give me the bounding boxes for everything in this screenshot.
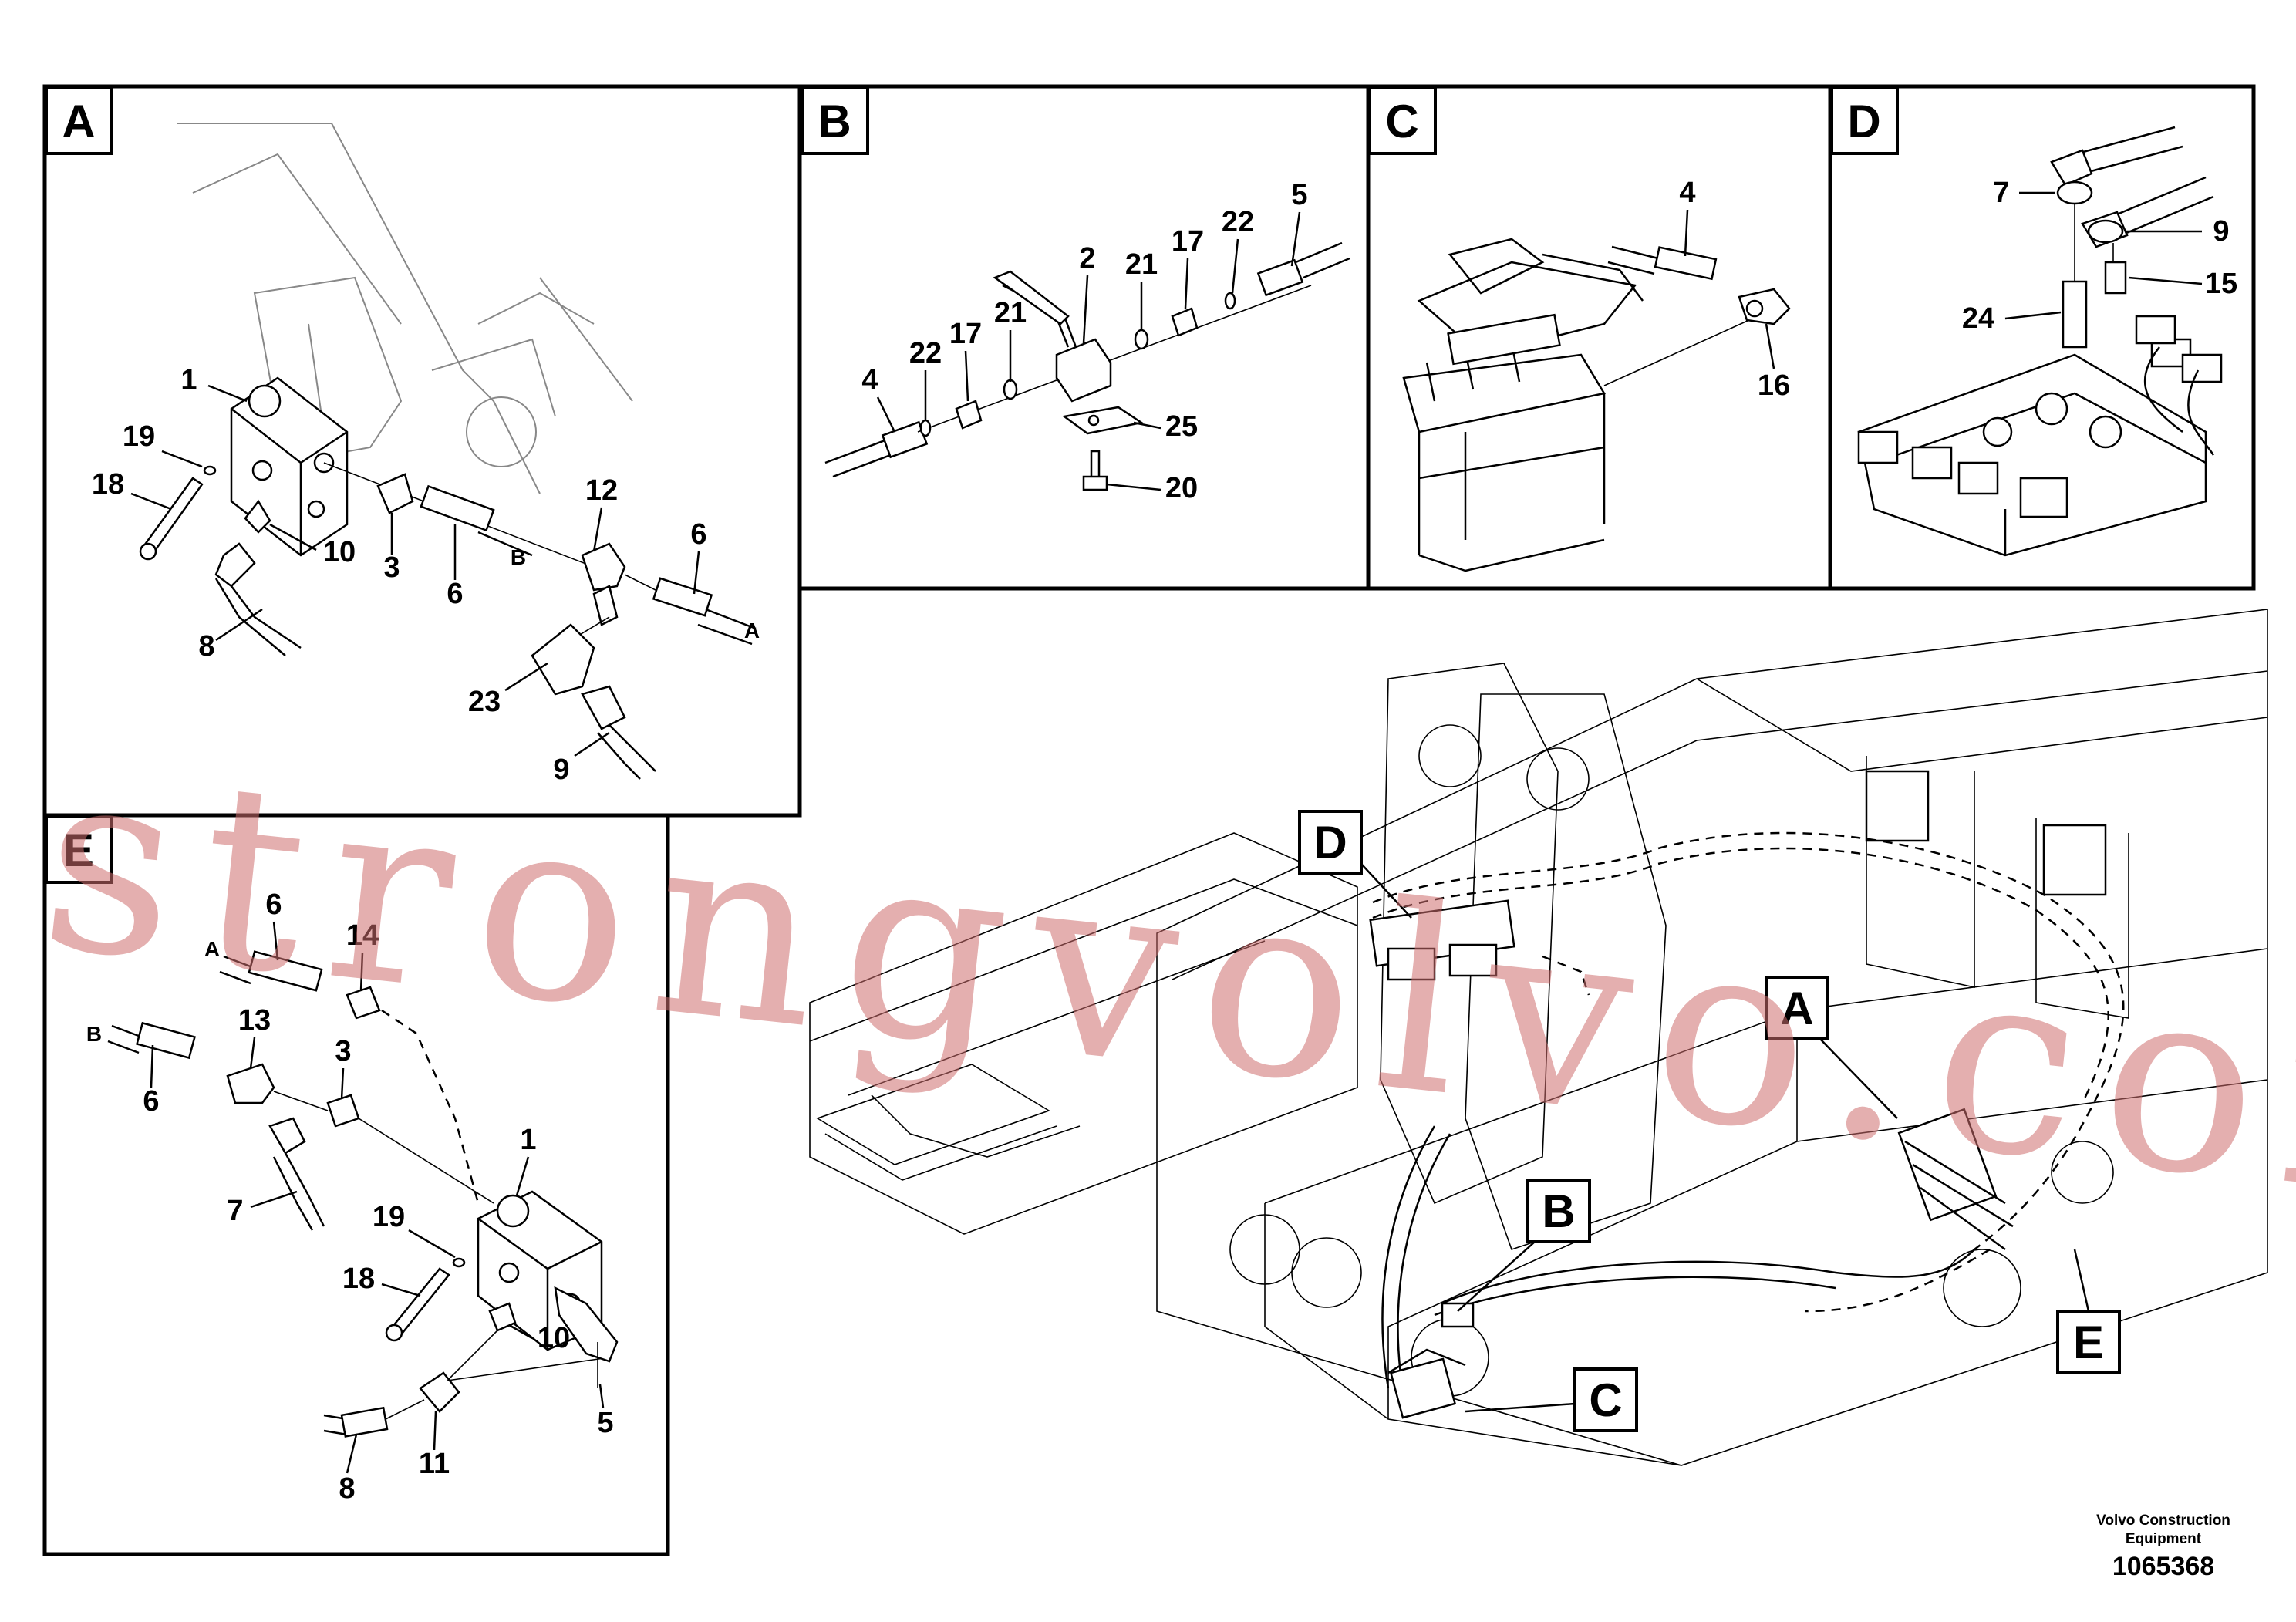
svg-text:A: A bbox=[62, 96, 95, 147]
svg-text:D: D bbox=[1313, 817, 1347, 868]
part-number-label: 2 bbox=[1079, 242, 1095, 275]
overview-callout-C: C bbox=[1465, 1367, 1638, 1432]
svg-text:B: B bbox=[1542, 1185, 1575, 1237]
part-number-label: 18 bbox=[342, 1263, 375, 1295]
part-number-label: 22 bbox=[909, 337, 942, 369]
part-number-label: 4 bbox=[861, 364, 878, 396]
part-number-label: A bbox=[204, 937, 220, 961]
svg-text:E: E bbox=[2073, 1317, 2104, 1368]
part-number-label: 12 bbox=[585, 474, 618, 507]
svg-text:C: C bbox=[1589, 1374, 1622, 1426]
part-number-label: 19 bbox=[123, 420, 155, 453]
svg-text:C: C bbox=[1385, 96, 1418, 147]
part-number-label: 5 bbox=[597, 1407, 613, 1439]
part-number-label: 19 bbox=[373, 1201, 405, 1233]
detail-panel-D: D 7 9 15 24 bbox=[1828, 84, 2256, 591]
part-number-label: 3 bbox=[383, 551, 400, 584]
part-number-label: 10 bbox=[323, 536, 356, 568]
footer-doc-number: 1065368 bbox=[2112, 1552, 2215, 1581]
part-number-label: 14 bbox=[346, 919, 379, 952]
part-number-label: 7 bbox=[227, 1195, 243, 1227]
part-number-label: 3 bbox=[335, 1035, 351, 1067]
part-number-label: 16 bbox=[1758, 369, 1790, 402]
part-number-label: 5 bbox=[1291, 179, 1307, 211]
footer-brand: Volvo Construction Equipment bbox=[2059, 1512, 2267, 1549]
part-number-label: 6 bbox=[447, 578, 463, 610]
overview-callout-E: E bbox=[2056, 1249, 2121, 1374]
svg-text:D: D bbox=[1847, 96, 1880, 147]
part-number-label: 21 bbox=[994, 297, 1027, 329]
svg-text:B: B bbox=[818, 96, 851, 147]
part-number-label: 1 bbox=[180, 364, 197, 396]
part-number-label: 18 bbox=[92, 468, 124, 501]
overview-callout-B: B bbox=[1457, 1179, 1591, 1312]
detail-panel-B: B 4 22 17 21 2 21 17 bbox=[797, 84, 1371, 591]
part-number-label: 24 bbox=[1962, 302, 1994, 335]
part-number-label: B bbox=[86, 1022, 102, 1046]
footer-brand-line1: Volvo Construction bbox=[2096, 1512, 2230, 1529]
part-number-label: 22 bbox=[1222, 206, 1254, 238]
part-number-label: 15 bbox=[2205, 268, 2237, 300]
part-number-label: 4 bbox=[1679, 177, 1695, 209]
part-number-label: 6 bbox=[690, 518, 706, 551]
part-number-label: 9 bbox=[2213, 215, 2229, 248]
svg-text:E: E bbox=[63, 824, 94, 876]
part-number-label: 17 bbox=[949, 318, 982, 350]
footer-brand-line2: Equipment bbox=[2125, 1531, 2202, 1547]
part-number-label: 8 bbox=[339, 1472, 355, 1505]
part-number-label: 20 bbox=[1165, 472, 1198, 504]
part-number-label: 17 bbox=[1172, 225, 1204, 258]
overview-callout-A: A bbox=[1765, 976, 1898, 1119]
detail-panel-A: A bbox=[42, 84, 802, 818]
overview-frame-drawing bbox=[809, 609, 2268, 1466]
part-number-label: 11 bbox=[419, 1448, 450, 1480]
part-number-label: 6 bbox=[143, 1085, 159, 1118]
detail-panel-C: C 4 16 bbox=[1366, 84, 1832, 591]
part-number-label: 23 bbox=[468, 686, 501, 718]
part-number-label: 7 bbox=[1993, 177, 2009, 209]
part-number-label: A bbox=[744, 619, 760, 642]
part-number-label: 1 bbox=[520, 1124, 536, 1156]
overview-callout-D: D bbox=[1298, 810, 1412, 919]
detail-panel-E: E 6 14 bbox=[42, 813, 670, 1556]
part-number-label: 25 bbox=[1165, 410, 1198, 443]
part-number-label: 6 bbox=[265, 889, 282, 921]
part-number-label: B bbox=[511, 545, 526, 569]
svg-text:A: A bbox=[1780, 983, 1813, 1034]
part-number-label: 21 bbox=[1125, 248, 1158, 281]
part-number-label: 10 bbox=[538, 1322, 570, 1354]
part-number-label: 13 bbox=[238, 1004, 271, 1037]
part-number-label: 8 bbox=[198, 630, 214, 663]
part-number-label: 9 bbox=[553, 754, 569, 786]
